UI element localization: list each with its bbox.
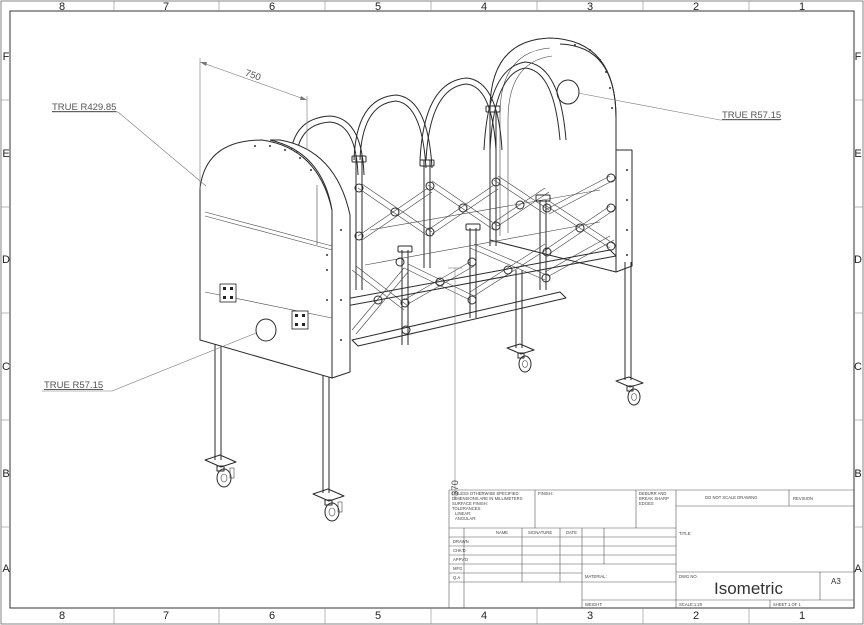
zone-col-top: 6 <box>269 1 275 13</box>
zone-row-left: C <box>2 361 10 373</box>
zone-col-bottom: 8 <box>59 610 65 622</box>
tb-notes-line: UNLESS OTHERWISE SPECIFIED: <box>452 491 520 496</box>
tb-row-label: Q.A <box>453 575 460 580</box>
zone-row-left: F <box>3 51 10 63</box>
leader-hole-front: TRUE R57.15 <box>42 332 257 392</box>
tb-notes-line: TOLERANCES: <box>452 506 481 511</box>
zone-col-bottom: 6 <box>269 610 275 622</box>
zone-row-left: E <box>2 148 9 160</box>
tb-row-label: APPV'D <box>453 557 468 562</box>
tb-sheet-size: A3 <box>831 577 841 586</box>
tb-revision: REVISION <box>793 496 813 501</box>
bottom-rails <box>339 189 617 347</box>
tb-notes-line: SURFACE FINISH: <box>452 501 488 506</box>
zone-col-bottom: 4 <box>481 610 487 622</box>
tb-notes-line: ANGULAR: <box>455 516 476 521</box>
tb-row-label: DRAWN <box>453 539 469 544</box>
tb-scale: SCALE:1:20 <box>679 602 703 607</box>
zone-col-top: 2 <box>693 1 699 13</box>
zone-col-bottom: 1 <box>799 610 805 622</box>
tb-deburr-line: BREAK SHARP <box>639 496 669 501</box>
zone-col-bottom: 3 <box>587 610 593 622</box>
tb-row-label: MFG <box>453 566 462 571</box>
tb-col-date: DATE <box>566 530 577 535</box>
tb-dwg-no-label: DWG NO. <box>679 574 698 579</box>
arch-hoops <box>289 61 567 176</box>
front-legs <box>214 338 330 493</box>
zone-row-right: A <box>854 563 862 575</box>
tb-col-signature: SIGNATURE <box>528 530 552 535</box>
tb-row-label: CHK'D <box>453 548 466 553</box>
zone-col-top: 5 <box>375 1 381 13</box>
tb-notes-line: LINEAR: <box>455 511 471 516</box>
rear-caster-right <box>615 376 644 406</box>
zone-row-right: F <box>855 51 862 63</box>
zone-labels-top: 8 7 6 5 4 3 2 1 <box>59 1 805 13</box>
zone-col-top: 3 <box>587 1 593 13</box>
zone-labels-bottom: 8 7 6 5 4 3 2 1 <box>59 610 805 622</box>
dimension-height-text: 370 <box>450 480 461 496</box>
rear-caster-left <box>506 343 535 373</box>
front-end-panel <box>199 139 351 379</box>
zone-col-top: 8 <box>59 1 65 13</box>
zone-col-bottom: 5 <box>375 610 381 622</box>
zone-row-right: D <box>854 254 862 266</box>
hole-front-label: TRUE R57.15 <box>44 380 103 391</box>
post-caps <box>351 105 551 253</box>
tb-weight-label: WEIGHT: <box>585 602 602 607</box>
zone-row-left: D <box>2 254 10 266</box>
dimension-width: 750 <box>199 58 308 188</box>
zone-row-right: E <box>854 148 861 160</box>
pivot-joints <box>354 173 616 335</box>
zone-col-bottom: 7 <box>163 610 169 622</box>
tb-deburr-line: EDGES <box>639 501 654 506</box>
leader-radius-front: TRUE R429.85 <box>52 102 207 187</box>
isometric-view <box>199 37 644 522</box>
inner-border <box>9 10 855 609</box>
zone-row-left: A <box>2 563 10 575</box>
tb-title-label: TITLE: <box>679 531 692 536</box>
zone-col-top: 1 <box>799 1 805 13</box>
tb-finish: FINISH: <box>538 491 553 496</box>
rear-legs <box>515 262 632 380</box>
radius-front-label: TRUE R429.85 <box>52 102 116 113</box>
front-caster-left <box>204 454 237 488</box>
zone-labels-left: F E D C B A <box>2 51 10 575</box>
front-hinge-left <box>219 283 237 303</box>
dimension-height: 370 <box>448 267 462 500</box>
title-block: UNLESS OTHERWISE SPECIFIED: DIMENSIONS A… <box>448 489 854 608</box>
dimension-width-text: 750 <box>244 68 263 84</box>
scissor-links-lower <box>351 235 615 335</box>
tb-notes-line: DIMENSIONS ARE IN MILLIMETERS <box>452 496 523 501</box>
front-hinge-right <box>291 310 309 330</box>
rear-end-panel <box>489 37 633 273</box>
tb-deburr-line: DEBURR AND <box>639 491 666 496</box>
tb-drawing-name: Isometric <box>714 579 783 598</box>
tb-sheet-number: SHEET 1 OF 1 <box>773 602 802 607</box>
scissor-links-upper <box>357 175 615 255</box>
zone-col-bottom: 2 <box>693 610 699 622</box>
zone-row-left: B <box>2 468 9 480</box>
zone-col-top: 7 <box>163 1 169 13</box>
tb-material-label: MATERIAL: <box>585 574 607 579</box>
tb-col-name: NAME <box>496 530 508 535</box>
leader-hole-rear: TRUE R57.15 <box>577 92 781 121</box>
hole-rear-label: TRUE R57.15 <box>722 110 781 121</box>
zone-row-right: B <box>854 468 861 480</box>
zone-labels-right: F E D C B A <box>854 51 862 575</box>
tb-do-not-scale: DO NOT SCALE DRAWING <box>705 495 757 500</box>
front-caster-right <box>312 488 345 522</box>
zone-row-right: C <box>854 361 862 373</box>
zone-col-top: 4 <box>481 1 487 13</box>
